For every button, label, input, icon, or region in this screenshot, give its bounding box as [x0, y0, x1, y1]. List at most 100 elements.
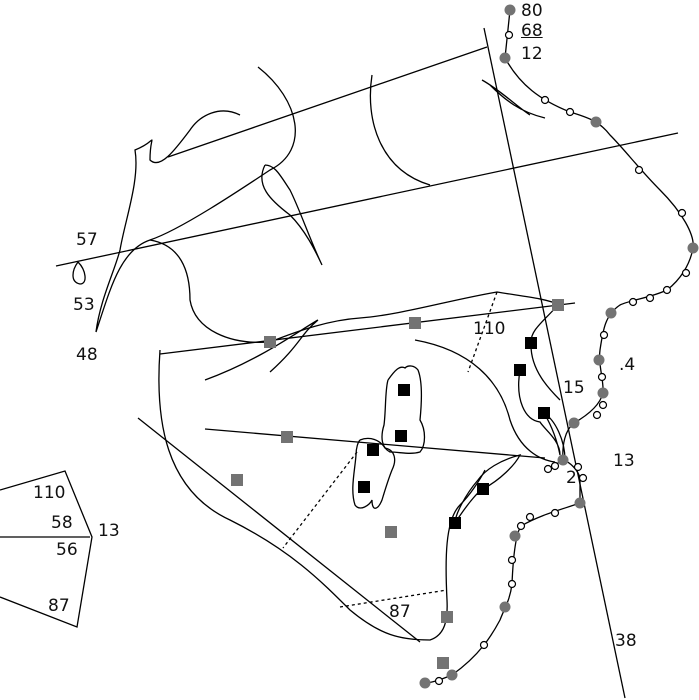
pterygoid-curve [261, 164, 323, 266]
posterior-mandible-curve [158, 349, 486, 641]
profile-point [419, 677, 431, 689]
profile-point [598, 400, 608, 410]
label-80: 80 [521, 1, 543, 21]
sn-line [167, 46, 488, 158]
profile-point [597, 387, 609, 399]
label-57: 57 [76, 230, 98, 250]
landmark-square [538, 407, 550, 419]
label-15: 15 [563, 378, 585, 398]
landmark-square [437, 657, 449, 669]
landmark-square [514, 364, 526, 376]
label-110: 110 [473, 319, 506, 339]
wedge-label-58: 58 [51, 513, 73, 533]
label-53: 53 [73, 295, 95, 315]
landmark-square [449, 517, 461, 529]
profile-point [597, 372, 607, 382]
profile-point [605, 307, 617, 319]
gray-landmarks [231, 299, 564, 669]
landmark-square [358, 481, 370, 493]
wedge-label-13: 13 [98, 521, 120, 541]
profile-point [677, 208, 687, 218]
label-48: 48 [76, 345, 98, 365]
profile-point [507, 579, 517, 589]
profile-point [550, 461, 560, 471]
lower-molar [352, 437, 396, 509]
landmark-square [281, 431, 293, 443]
profile-point [499, 601, 511, 613]
landmark-square [552, 299, 564, 311]
profile-point [590, 116, 602, 128]
facial-vertical-line [483, 27, 626, 699]
angle-wedge [0, 470, 93, 628]
profile-point [479, 640, 489, 650]
profile-point [540, 95, 550, 105]
profile-point [446, 669, 458, 681]
landmark-square [264, 336, 276, 348]
label-12: 12 [521, 44, 543, 64]
wedge-label-110: 110 [33, 483, 66, 503]
profile-point [543, 464, 553, 474]
dashed-line-ramus [282, 451, 358, 549]
profile-point [645, 293, 655, 303]
profile-point [525, 512, 535, 522]
profile-point [434, 676, 444, 686]
profile-point [628, 297, 638, 307]
profile-point [687, 242, 699, 254]
landmark-square [385, 526, 397, 538]
landmark-square [395, 430, 407, 442]
profile-point [507, 555, 517, 565]
label-87: 87 [389, 602, 411, 622]
profile-point [499, 52, 511, 64]
profile-point [574, 497, 586, 509]
profile-point [662, 285, 672, 295]
maxilla-curve [204, 319, 319, 381]
soft-tissue-profile [424, 9, 694, 684]
profile-point [681, 268, 691, 278]
profile-point [634, 165, 644, 175]
profile-point [599, 330, 609, 340]
landmark-square [441, 611, 453, 623]
occlusal-plane-line [204, 428, 546, 459]
profile-point [565, 107, 575, 117]
label-68: 68 [521, 21, 543, 41]
profile-point [504, 30, 514, 40]
white-profile-points [434, 30, 691, 686]
dashed-line-chin [339, 589, 448, 608]
nasal-bone-curve [481, 79, 546, 119]
landmark-square [367, 444, 379, 456]
label-2: 2 [566, 468, 577, 488]
ear-loop [72, 261, 86, 285]
profile-point [504, 4, 516, 16]
dashed-line-maxilla [467, 291, 498, 373]
profile-point [509, 530, 521, 542]
upper-molar [381, 365, 426, 454]
black-landmarks [358, 337, 550, 529]
profile-point [573, 462, 583, 472]
frankfort-horizontal-line [55, 132, 679, 267]
profile-point [557, 454, 569, 466]
profile-point [593, 354, 605, 366]
profile-point [550, 508, 560, 518]
profile-point [578, 473, 588, 483]
gray-profile-points [419, 4, 699, 689]
profile-point [592, 410, 602, 420]
landmark-square [231, 474, 243, 486]
landmark-square [477, 483, 489, 495]
landmark-square [409, 317, 421, 329]
ramus-curve [149, 239, 561, 344]
wedge-label-56: 56 [56, 540, 78, 560]
landmark-square [398, 384, 410, 396]
label-13: 13 [613, 451, 635, 471]
profile-point [568, 417, 580, 429]
landmark-square [525, 337, 537, 349]
profile-point [516, 521, 526, 531]
wedge-label-87: 87 [48, 596, 70, 616]
mandibular-plane-line [137, 417, 421, 643]
label-38: 38 [615, 631, 637, 651]
cranial-base-curve [95, 66, 296, 333]
label-point-4: .4 [619, 355, 636, 375]
maxillary-arch-curve [414, 339, 556, 463]
palatal-plane-line [159, 302, 576, 355]
